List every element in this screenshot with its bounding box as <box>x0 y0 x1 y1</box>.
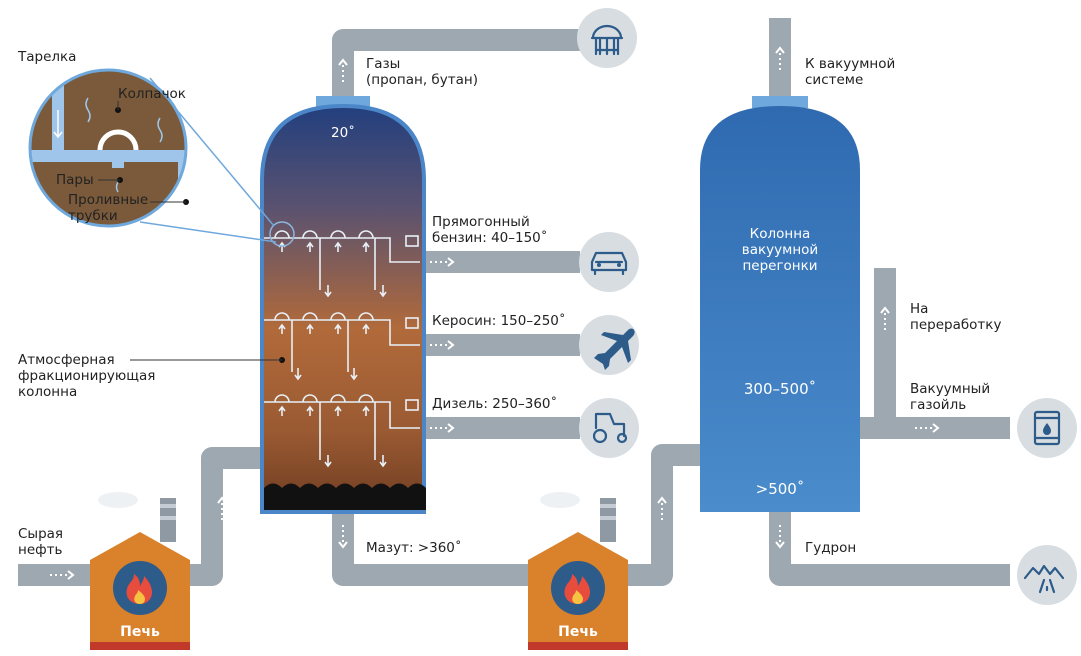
feed-pipe <box>185 447 262 586</box>
vacuum-system-label-1: К вакуумной <box>805 56 895 72</box>
downcomer-label-1: Проливные <box>68 192 148 208</box>
vac-column-label-3: перегонки <box>742 258 817 274</box>
fuel-oil-label: Мазут: >360˚ <box>366 539 462 556</box>
zoom-marker <box>269 221 295 247</box>
processing-label-1: На <box>910 301 928 317</box>
vac-column-label-2: вакуумной <box>742 242 818 258</box>
furnace-2-label: Печь <box>558 624 598 640</box>
column-label-2: фракционирующая <box>18 368 155 384</box>
atmospheric-column: 20˚ <box>260 96 426 514</box>
column-label-1: Атмосферная <box>18 352 115 368</box>
road-icon <box>1017 545 1077 605</box>
furnace-1-label: Печь <box>120 624 160 640</box>
tar-label: Гудрон <box>805 540 856 556</box>
vgo-label-1: Вакуумный <box>910 381 990 397</box>
vacuum-column: Колонна вакуумной перегонки 300–500˚ >50… <box>700 96 860 512</box>
downcomer-label-2: трубки <box>68 208 118 224</box>
car-icon <box>579 232 639 292</box>
crude-label-2: нефть <box>18 542 63 558</box>
tractor-icon <box>579 398 639 458</box>
fuel-oil-pipe <box>332 512 530 586</box>
column-label-3: колонна <box>18 384 77 400</box>
residue-liquid <box>264 483 426 510</box>
trays <box>264 230 420 468</box>
vacuum-system-label-2: системе <box>805 72 863 88</box>
vapors-label: Пары <box>56 172 94 188</box>
furnace-2: Печь <box>528 492 628 650</box>
cap-label: Колпачок <box>118 86 186 102</box>
flame-icon <box>564 574 590 604</box>
gases-label-1: Газы <box>366 56 400 72</box>
tray-label: Тарелка <box>17 49 76 65</box>
gasoline-label-1: Прямогонный <box>432 214 530 230</box>
labels: Тарелка Колпачок Пары Проливные трубки А… <box>17 49 1001 558</box>
vac-temp-label: 300–500˚ <box>744 380 816 398</box>
vgo-label-2: газойль <box>910 397 966 413</box>
barrel-icon <box>1017 398 1077 458</box>
gases-label-2: (пропан, бутан) <box>366 72 478 88</box>
top-temp-label: 20˚ <box>331 124 355 141</box>
gasoline-label-2: бензин: 40–150˚ <box>432 229 548 246</box>
crude-label-1: Сырая <box>18 526 63 542</box>
gas-tank-icon <box>577 8 637 68</box>
kerosene-label: Керосин: 150–250˚ <box>432 312 566 329</box>
vac-column-label-1: Колонна <box>750 226 811 242</box>
furnace-1: Печь <box>90 492 190 650</box>
vac-bottom-temp-label: >500˚ <box>756 480 805 498</box>
flame-icon <box>126 574 152 604</box>
leader-lines <box>98 101 285 363</box>
airplane-icon <box>579 315 639 375</box>
diesel-label: Дизель: 250–360˚ <box>432 395 557 412</box>
flow-arrows <box>50 46 940 580</box>
tar-pipe <box>769 512 1010 586</box>
processing-label-2: переработку <box>910 317 1001 333</box>
